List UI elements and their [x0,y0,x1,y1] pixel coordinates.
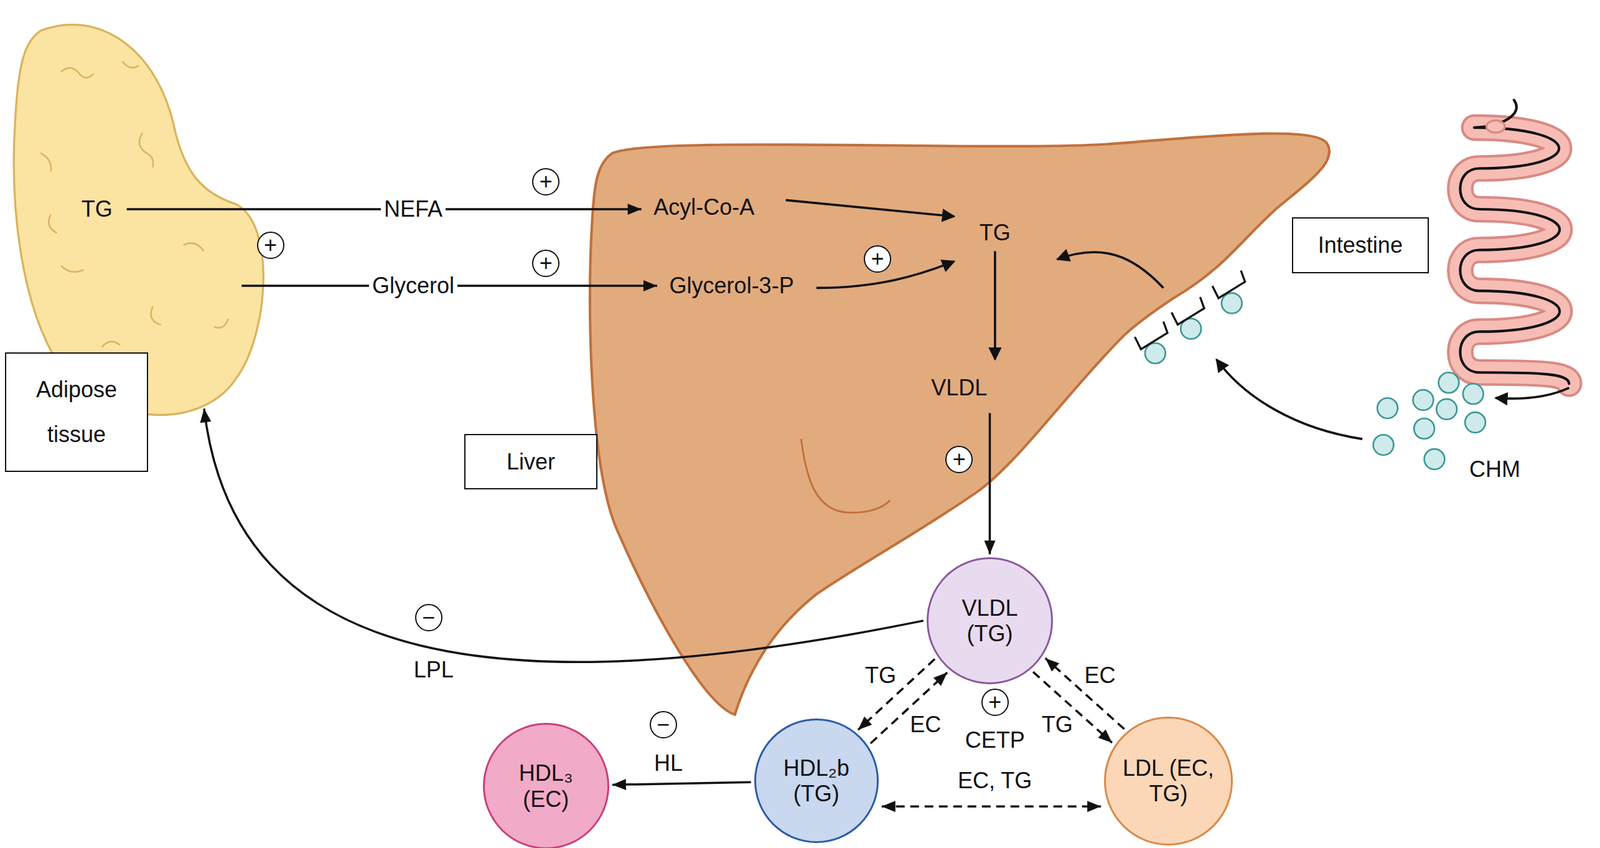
sign-symbol: + [532,249,560,277]
label-box: Intestine [1291,217,1429,273]
chylomicrons [1413,418,1435,439]
sign-symbol: + [532,168,560,196]
chylomicrons [1377,397,1398,419]
adipose-tissue-outline [41,60,230,347]
liver-outline [1145,293,1243,364]
intestine [1459,100,1569,384]
chylomicrons [1436,398,1457,420]
connector-line [612,781,752,785]
node-text: Glycerol-3-P [669,272,795,299]
sign-symbol: − [415,603,443,632]
arrowhead [858,716,872,730]
node-text: Adipose tissue [14,367,139,457]
chylomicrons [1413,389,1434,411]
adipose-tissue-outline [49,214,58,233]
node-text: VLDL [930,374,988,401]
node-text: TG [81,196,113,222]
node-text: Acyl-Co-A [653,194,755,220]
edge-label: TG [1038,711,1077,737]
chylomicrons [1373,434,1395,455]
sign-symbol: − [649,710,678,739]
connector [200,408,924,662]
liver-outline [1134,321,1167,349]
node-text: LDL (EC, TG) [1122,754,1215,807]
text-label: CETP [962,727,1029,753]
arrowhead [643,280,658,292]
edge-label: NEFA [380,196,446,222]
liver-outline [1212,270,1245,299]
edge-label: EC [906,711,945,737]
chylomicrons [1424,448,1446,470]
arrowhead [983,540,996,554]
chylomicrons [1438,372,1460,393]
lipoprotein-circle: VLDL (TG) [926,556,1053,684]
node-text: VLDL (TG) [960,594,1019,647]
arrowhead [933,672,948,686]
node-text: TG [979,219,1011,246]
connector [881,800,1101,812]
chylomicrons [1463,383,1484,404]
liver-outline [1134,270,1245,350]
lipoprotein-circle: HDL₂b (TG) [754,718,879,843]
node-text: HDL₃ (EC) [517,759,575,812]
node-text: HDL₂b (TG) [782,754,851,807]
adipose-tissue-outline [151,306,162,325]
sign-symbol: + [945,445,973,473]
liver-outline [1171,296,1204,325]
chylomicrons [1464,411,1486,433]
connector [612,778,752,790]
arrowhead [627,203,642,215]
sign-symbol: + [257,231,285,259]
adipose-tissue-outline [139,132,154,168]
intestine [1486,120,1506,133]
adipose-tissue-outline [183,242,205,251]
sign-symbol: + [863,245,892,273]
lipoprotein-circle: LDL (EC, TG) [1104,716,1233,846]
edge-label: EC [1081,663,1119,689]
arrowhead [1045,657,1060,671]
liver-outline [1216,359,1362,439]
arrowhead [1087,800,1101,812]
liver-outline [800,438,890,513]
sign-symbol: + [981,688,1009,716]
edge-label: LPL [410,657,457,683]
connector [983,412,996,554]
arrowhead [200,408,212,423]
adipose-tissue-outline [41,153,52,172]
intestine-arrow [1495,387,1569,399]
chylomicrons [1373,372,1486,470]
arrowhead [1098,729,1113,743]
lipoprotein-circle: HDL₃ (EC) [482,722,610,848]
liver-outline [1057,252,1164,288]
edge-label: HL [650,751,686,777]
adipose-tissue-outline [122,60,139,68]
connector-line [204,408,924,662]
arrowhead [881,800,896,812]
adipose-tissue-outline [214,318,229,328]
arrowhead [612,778,627,790]
connector-line [881,805,1101,808]
adipose-tissue-outline [60,67,94,78]
label-box: Liver [464,433,598,490]
adipose-tissue-outline [60,265,84,272]
liver-outline [785,199,955,216]
connector-line [988,412,992,554]
edge-label: Glycerol [369,273,458,299]
edge-label: EC, TG [954,768,1035,794]
node-text: Intestine [1318,232,1403,258]
edge-label: TG [861,663,900,689]
node-text: Liver [506,448,556,475]
liver-outline [993,250,997,360]
intestine [1459,100,1569,384]
label-box: Adipose tissue [4,352,149,472]
liver-outline [1145,342,1166,364]
liver-outline [1221,293,1243,314]
liver-outline [589,133,1330,714]
adipose-tissue-outline [102,341,121,347]
text-label: CHM [1466,456,1524,482]
